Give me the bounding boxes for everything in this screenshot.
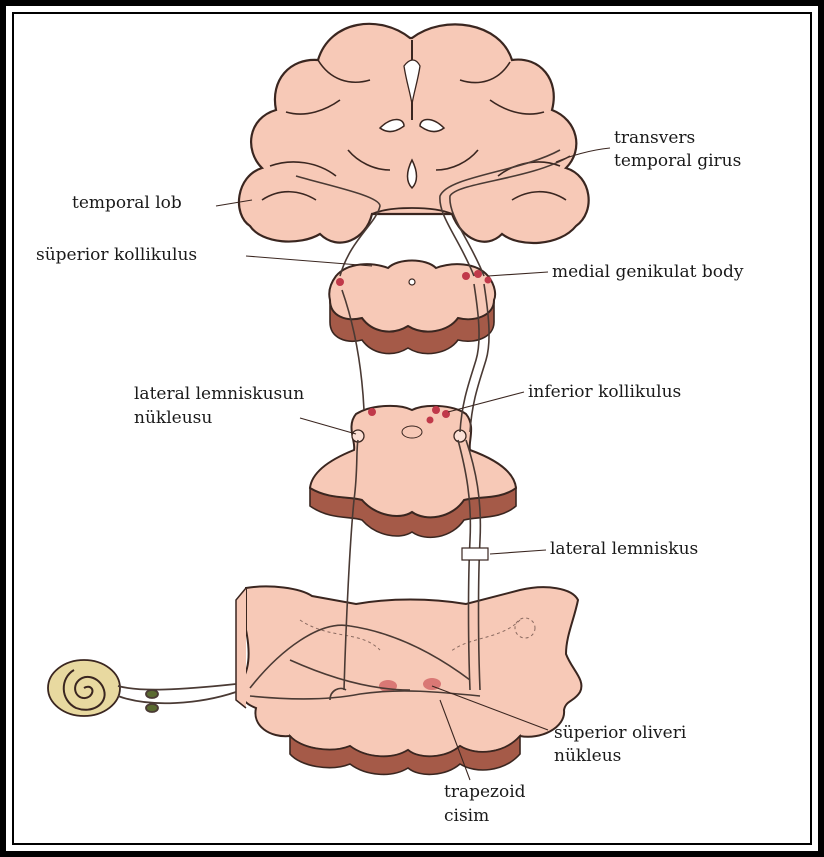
midbrain-section-lower <box>310 406 516 537</box>
cochlea <box>48 660 120 716</box>
label-superior-oliveri-line2: nükleus <box>554 746 621 767</box>
label-superior-oliveri-line1: süperior oliveri <box>554 723 686 744</box>
cochlear-nerve <box>118 684 236 712</box>
brainstem-lower-section <box>236 586 581 774</box>
brain-coronal-section <box>239 24 589 243</box>
label-temporal-lob: temporal lob <box>72 193 182 214</box>
cerebrum-outline <box>239 24 589 243</box>
midbrain-section-upper <box>329 261 495 354</box>
label-trapezoid-line2: cisim <box>444 806 489 827</box>
label-superior-kollikulus: süperior kollikulus <box>36 245 197 266</box>
label-medial-genikulat: medial genikulat body <box>552 262 743 283</box>
label-transvers-line2: temporal girus <box>614 151 741 172</box>
label-lateral-lemniskus: lateral lemniskus <box>550 539 698 560</box>
lateral-lemniscus-bundle <box>462 548 488 560</box>
label-inferior-kollikulus: inferior kollikulus <box>528 382 681 403</box>
label-lateral-lemniskusun-line2: nükleusu <box>134 408 212 429</box>
label-trapezoid-line1: trapezoid <box>444 782 526 803</box>
label-lateral-lemniskusun-line1: lateral lemniskusun <box>134 384 304 405</box>
medulla-face <box>239 586 581 756</box>
label-transvers-line1: transvers <box>614 128 695 149</box>
